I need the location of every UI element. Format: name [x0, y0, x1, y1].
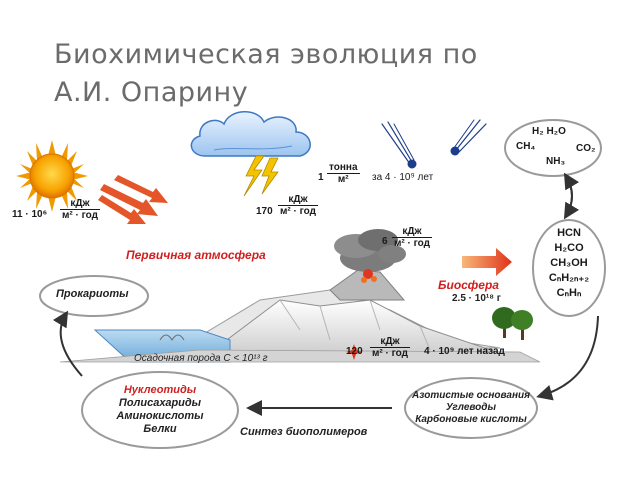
title-line-2: А.И. Опарину — [54, 77, 249, 108]
radioactive-energy-unit: кДж м² · год — [370, 336, 410, 359]
radioactive-period: 4 · 10⁹ лет назад — [424, 346, 505, 357]
node-shapes — [39, 119, 606, 449]
biopolymer-amino-acids: Аминокислоты — [116, 410, 204, 422]
lightning-energy-coef: 170 — [256, 206, 273, 217]
synthesis-label: Синтез биополимеров — [240, 426, 368, 438]
volcano-energy-unit: кДж м² · год — [392, 226, 432, 249]
sediment-label: Осадочная порода С < 10¹³ г — [134, 353, 268, 364]
molecule-h2-h2o: H₂ H₂O — [532, 126, 566, 137]
monomer-carbohydrates: Углеводы — [446, 402, 496, 413]
monomer-nitrogen-bases: Азотистые основания — [412, 390, 530, 401]
meteorite-coef: 1 — [318, 172, 324, 183]
lightning-icon — [243, 155, 279, 197]
meteorite-den: м² — [337, 174, 349, 185]
sun-energy-num: кДж — [60, 198, 100, 210]
radioactive-energy-num: кДж — [370, 336, 410, 348]
monomer-carboxylic-acids: Карбоновые кислоты — [415, 414, 527, 425]
volcano-energy-num: кДж — [392, 226, 432, 238]
volcano-icon — [329, 229, 406, 360]
trees-icon — [492, 307, 533, 340]
meteorites-icon — [381, 119, 487, 169]
biosphere-arrow-icon — [462, 248, 512, 276]
lightning-energy-num: кДж — [278, 194, 318, 206]
prokaryotes-node: Прокариоты — [56, 288, 129, 300]
lightning-energy-unit: кДж м² · год — [278, 194, 318, 217]
molecule-ch4: CH₄ — [516, 141, 536, 152]
bidirectional-arrow — [563, 172, 580, 217]
biopolymer-nucleotides: Нуклеотиды — [123, 384, 197, 396]
primary-atmosphere-label: Первичная атмосфера — [126, 248, 266, 262]
molecule-h2co: H₂CO — [554, 242, 584, 254]
volcano-energy-den: м² · год — [394, 238, 430, 249]
sun-energy-den: м² · год — [62, 210, 98, 221]
radioactive-energy-coef: 120 — [346, 346, 363, 357]
molecule-hcn: HCN — [557, 227, 581, 239]
biosphere-label: Биосфера — [438, 278, 499, 292]
molecule-ch3oh: CH₃OH — [550, 257, 588, 269]
sun-icon — [16, 140, 88, 212]
molecule-cnhn: CₙHₙ — [556, 287, 582, 299]
lightning-energy-den: м² · год — [280, 206, 316, 217]
intermediate-molecules: HCN H₂CO CH₃OH CₙH₂ₙ₊₂ CₙHₙ — [534, 226, 604, 301]
meteorite-num: тонна — [327, 162, 360, 174]
biopolymers-node: Нуклеотиды Полисахариды Аминокислоты Бел… — [88, 384, 232, 436]
volcano-energy-coef: 6 — [382, 236, 388, 247]
monomers-node: Азотистые основания Углеводы Карбоновые … — [406, 390, 536, 426]
molecule-cnh2n2: CₙH₂ₙ₊₂ — [548, 272, 590, 284]
biosphere-mass: 2.5 · 10¹⁸ г — [452, 293, 501, 304]
cloud-icon — [190, 111, 311, 157]
solar-radiation-arrows — [98, 175, 168, 224]
biopolymer-proteins: Белки — [143, 423, 177, 435]
meteorite-period: за 4 · 10⁹ лет — [372, 172, 434, 183]
landscape-illustration — [59, 289, 541, 363]
slide-title: Биохимическая эволюция по А.И. Опарину — [54, 36, 614, 112]
meteorite-unit: тонна м² — [327, 162, 360, 185]
sun-energy-coef: 11 · 10⁶ — [12, 209, 48, 220]
title-line-1: Биохимическая эволюция по — [54, 39, 478, 70]
biopolymer-polysaccharides: Полисахариды — [118, 397, 202, 409]
molecule-co2: CO₂ — [576, 143, 596, 154]
sun-energy-unit: кДж м² · год — [60, 198, 100, 221]
molecule-nh3: NH₃ — [546, 156, 566, 167]
radioactive-energy-den: м² · год — [372, 348, 408, 359]
